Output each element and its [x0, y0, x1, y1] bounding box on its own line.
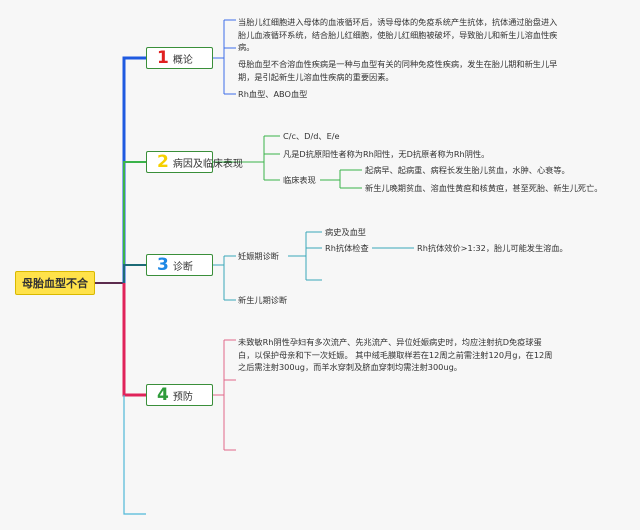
branch-number: 2	[157, 151, 169, 172]
branch-prevention[interactable]: 4 预防	[146, 384, 213, 406]
clinical-manifestation-label: 临床表现	[283, 175, 316, 185]
clinical-neonatal-text: 新生儿晚期贫血、溶血性黄疸和核黄疸，甚至死胎、新生儿死亡。	[365, 183, 603, 193]
prenatal-antibody-text: Rh抗体检查	[325, 243, 369, 253]
root-topic-label: 母胎血型不合	[22, 277, 88, 290]
branch-overview[interactable]: 1 概论	[146, 47, 213, 69]
branch-etiology-clinical[interactable]: 2 病因及临床表现	[146, 151, 243, 173]
branch-label: 预防	[172, 391, 193, 403]
branch-label: 病因及临床表现	[172, 158, 243, 170]
branch-label: 诊断	[172, 261, 193, 273]
overview-blood-types-text: Rh血型、ABO血型	[238, 89, 308, 99]
etiology-rh-definition-text: 凡是D抗原阳性者称为Rh阳性，无D抗原者称为Rh阴性。	[283, 149, 490, 159]
branch-diagnosis[interactable]: 3 诊断	[146, 254, 213, 276]
branch-number: 3	[157, 254, 169, 275]
root-topic[interactable]: 母胎血型不合	[15, 271, 95, 295]
prevention-text: 未致敏Rh阴性孕妇有多次流产、先兆流产、异位妊娠病史时，均应注射抗D免疫球蛋白，…	[238, 337, 553, 372]
etiology-antigen-text: C/c、D/d、E/e	[283, 131, 340, 141]
diagnosis-prenatal-label: 妊娠期诊断	[238, 251, 279, 261]
branch-number: 4	[157, 384, 169, 405]
clinical-fetal-text: 起病早、起病重、病程长发生胎儿贫血，水肿、心衰等。	[365, 165, 570, 175]
overview-definition-text: 母胎血型不合溶血性疾病是一种与血型有关的同种免疫性疾病，发生在胎儿期和新生儿早期…	[238, 59, 558, 82]
prenatal-history-text: 病史及血型	[325, 227, 366, 237]
diagnosis-neonatal-label: 新生儿期诊断	[238, 295, 288, 305]
branch-label: 概论	[172, 54, 193, 66]
overview-mechanism-text: 当胎儿红细胞进入母体的血液循环后，诱导母体的免疫系统产生抗体，抗体通过胎盘进入胎…	[238, 17, 558, 52]
antibody-titer-note: Rh抗体效价>1:32，胎儿可能发生溶血。	[417, 243, 568, 253]
branch-number: 1	[157, 47, 169, 68]
